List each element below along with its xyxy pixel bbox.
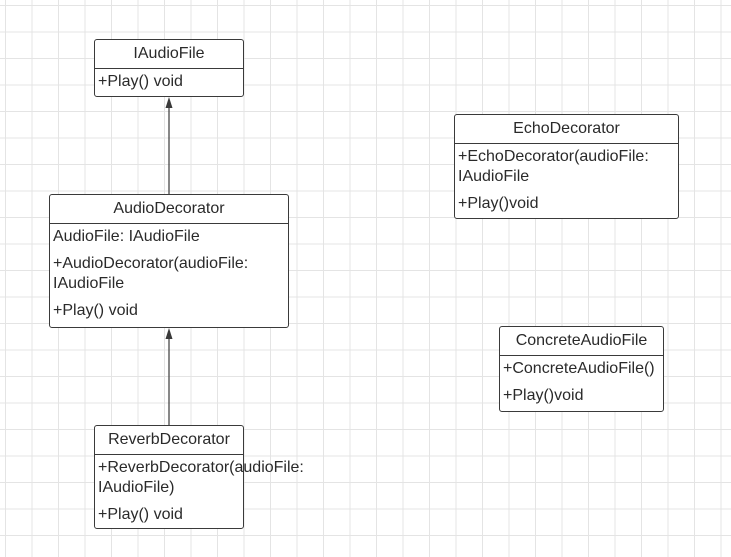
class-audiodecorator-name: AudioDecorator [50, 195, 288, 224]
class-reverbdecorator[interactable]: ReverbDecorator +ReverbDecorator(audioFi… [94, 425, 304, 529]
class-reverbdecorator-name: ReverbDecorator [95, 426, 243, 455]
member-row: +Play()void [503, 387, 584, 404]
member-row: +Play()void [458, 195, 539, 212]
arrowhead-audiodecorator [165, 328, 173, 339]
class-audiodecorator[interactable]: AudioDecorator AudioFile: IAudioFile +Au… [49, 194, 289, 328]
class-echodecorator[interactable]: EchoDecorator +EchoDecorator(audioFile: … [454, 114, 679, 219]
member-row: AudioFile: IAudioFile [53, 228, 200, 245]
class-audiodecorator-members: AudioFile: IAudioFile +AudioDecorator(au… [50, 224, 288, 321]
member-row: +EchoDecorator(audioFile: IAudioFile [458, 148, 649, 185]
arrowhead-iaudiofile [165, 97, 173, 108]
class-iaudiofile-members: +Play() void [95, 69, 243, 92]
member-row: +AudioDecorator(audioFile: IAudioFile [53, 255, 249, 292]
member-row: +ConcreteAudioFile() [503, 360, 655, 377]
class-concreteaudiofile-name: ConcreteAudioFile [500, 327, 663, 356]
class-concreteaudiofile[interactable]: ConcreteAudioFile +ConcreteAudioFile() +… [499, 326, 664, 412]
member-row: +Play() void [98, 73, 183, 90]
member-row: +ReverbDecorator(audioFile: IAudioFile) [98, 459, 304, 496]
member-row: +Play() void [98, 506, 183, 523]
class-concreteaudiofile-members: +ConcreteAudioFile() +Play()void [500, 356, 663, 406]
member-row: +Play() void [53, 302, 138, 319]
class-iaudiofile[interactable]: IAudioFile +Play() void [94, 39, 244, 97]
class-echodecorator-members: +EchoDecorator(audioFile: IAudioFile +Pl… [455, 144, 678, 214]
class-iaudiofile-name: IAudioFile [95, 40, 243, 69]
class-reverbdecorator-members: +ReverbDecorator(audioFile: IAudioFile) … [95, 455, 304, 525]
class-echodecorator-name: EchoDecorator [455, 115, 678, 144]
